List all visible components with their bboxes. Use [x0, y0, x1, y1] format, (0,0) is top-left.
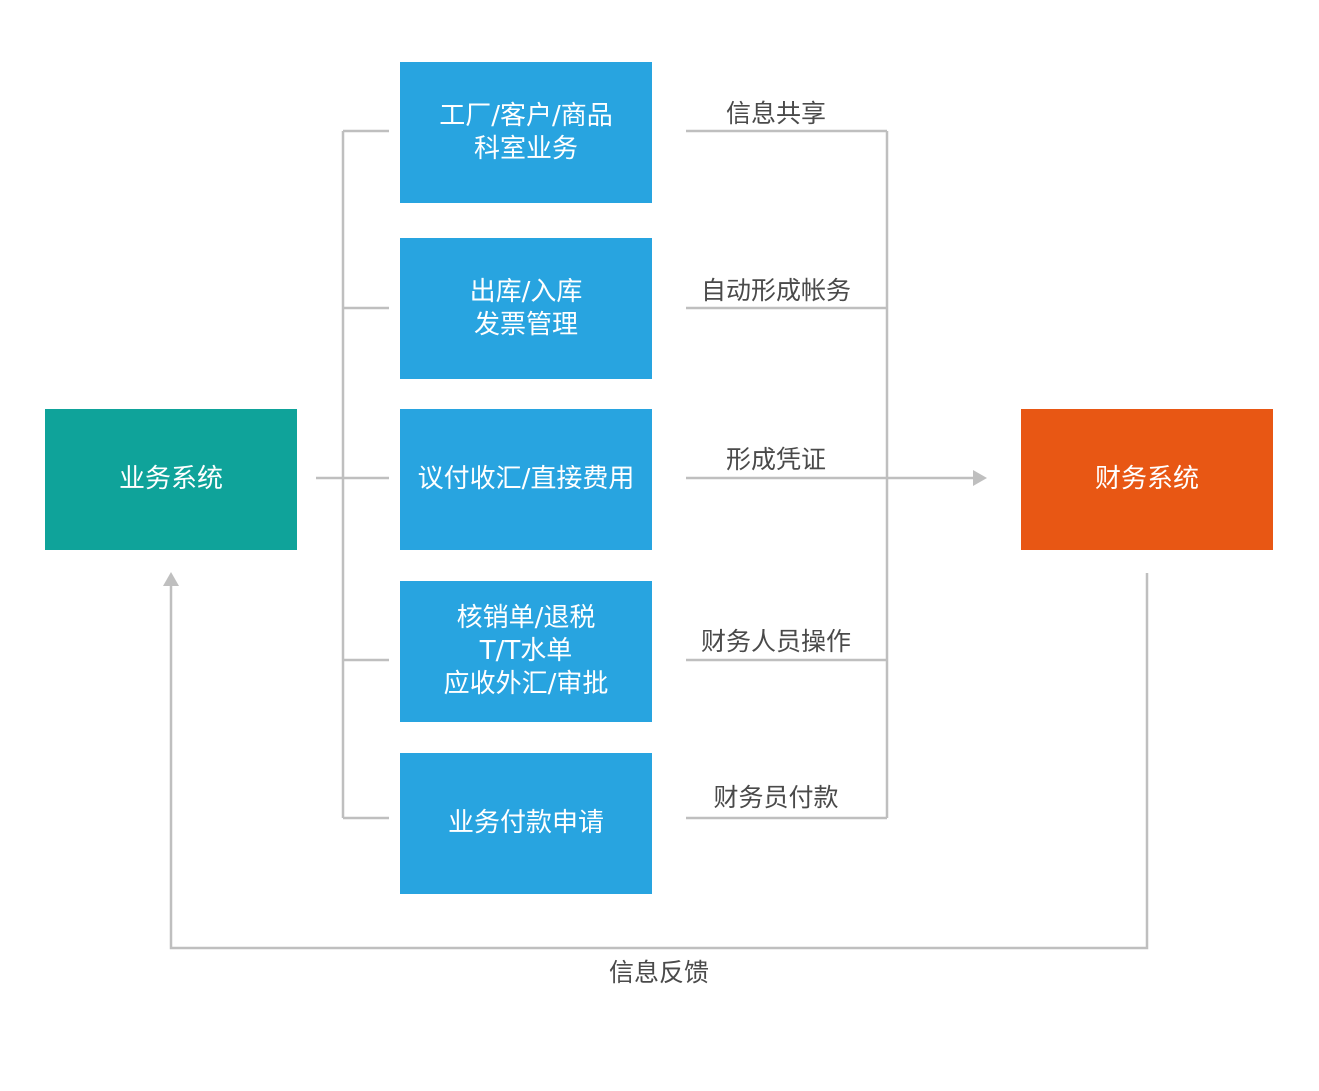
process-step-line: 应收外汇/审批 — [443, 669, 609, 699]
process-step-line: 核销单/退税 — [456, 603, 596, 633]
process-step-line: 发票管理 — [473, 309, 578, 340]
edge-label-step-output: 自动形成帐务 — [700, 276, 851, 305]
process-step-node: 议付收汇/直接费用 — [400, 409, 652, 550]
edge-label-step-output: 财务员付款 — [713, 783, 839, 812]
process-step-node: 出库/入库 发票管理 — [400, 238, 652, 379]
process-step-line: 科室业务 — [473, 133, 578, 164]
process-step-node: 核销单/退税 T/T水单 应收外汇/审批 — [400, 581, 652, 722]
edge-label-step-output: 财务人员操作 — [700, 627, 851, 656]
finance-system-label: 财务系统 — [1094, 464, 1199, 494]
edge-label-step-output: 形成凭证 — [725, 445, 826, 474]
business-system-label: 业务系统 — [118, 464, 223, 494]
business-system-node: 业务系统 — [45, 409, 297, 550]
arrowhead-to-finance — [973, 470, 987, 486]
process-step-line: 出库/入库 — [469, 276, 583, 307]
process-step-node: 业务付款申请 — [400, 753, 652, 894]
finance-system-node: 财务系统 — [1021, 409, 1273, 550]
process-step-node: 工厂/客户/商品 科室业务 — [400, 62, 652, 203]
edge-label-step-output: 信息共享 — [725, 99, 826, 128]
process-step-line: T/T水单 — [479, 636, 573, 666]
connector-feedback-loop — [169, 573, 1149, 950]
process-step-line: 议付收汇/直接费用 — [417, 464, 635, 494]
process-step-line: 业务付款申请 — [447, 808, 604, 838]
arrowhead-to-business — [163, 572, 179, 586]
process-step-line: 工厂/客户/商品 — [439, 100, 613, 131]
edge-label-feedback: 信息反馈 — [608, 958, 709, 987]
